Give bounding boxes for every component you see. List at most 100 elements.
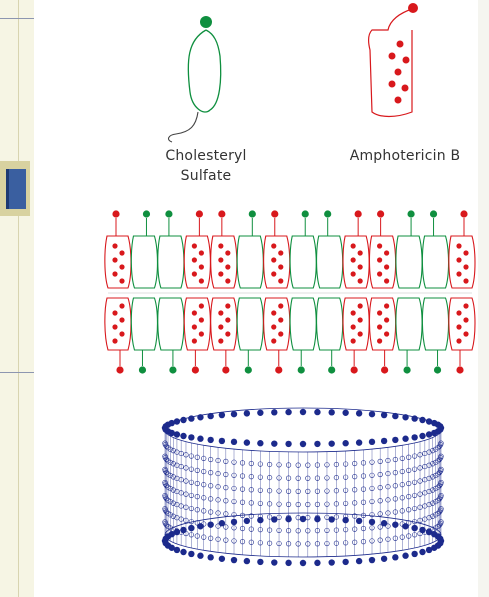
bottom-lipid-body bbox=[131, 298, 157, 350]
channel-bottom-head bbox=[342, 517, 348, 523]
top-lipid-head bbox=[218, 210, 225, 217]
amphotericin-label: Amphotericin B bbox=[330, 148, 480, 164]
channel-bottom-head bbox=[300, 560, 306, 566]
bottom-lipid-body bbox=[184, 298, 210, 350]
channel-bottom-head bbox=[381, 556, 387, 562]
top-lipid-head bbox=[460, 210, 467, 217]
channel-bottom-head bbox=[219, 556, 225, 562]
top-lipid-body bbox=[317, 236, 343, 288]
channel-top-head bbox=[197, 414, 203, 420]
channel-top-head bbox=[257, 440, 263, 446]
bottom-lipid-body bbox=[317, 298, 343, 350]
channel-top-head bbox=[342, 410, 348, 416]
top-lipid-head bbox=[302, 210, 309, 217]
channel-top-head bbox=[328, 409, 334, 415]
channel-top-head bbox=[419, 417, 425, 423]
top-lipid-head bbox=[407, 210, 414, 217]
bottom-lipid-body bbox=[422, 298, 448, 350]
top-lipid-head bbox=[355, 210, 362, 217]
bottom-lipid-head bbox=[381, 366, 388, 373]
channel-bottom-head bbox=[180, 549, 186, 555]
cholesteryl-label-line2: Sulfate bbox=[141, 168, 271, 184]
channel-bottom-head bbox=[328, 516, 334, 522]
bottom-lipid-body bbox=[396, 298, 422, 350]
channel-bottom-head bbox=[411, 525, 417, 531]
bottom-lipid-body bbox=[290, 298, 316, 350]
channel-top-head bbox=[197, 436, 203, 442]
top-lipid-body bbox=[422, 236, 448, 288]
channel-top-head bbox=[381, 438, 387, 444]
bottom-lipid-head bbox=[434, 366, 441, 373]
channel-top-head bbox=[314, 441, 320, 447]
channel-bottom-head bbox=[271, 516, 277, 522]
channel-top-head bbox=[257, 410, 263, 416]
channel-top-head bbox=[369, 411, 375, 417]
channel-bottom-head bbox=[419, 527, 425, 533]
bottom-lipid-head bbox=[298, 366, 305, 373]
bottom-lipid-body bbox=[105, 298, 131, 350]
top-lipid-body bbox=[131, 236, 157, 288]
top-lipid-head bbox=[324, 210, 331, 217]
top-lipid-body bbox=[264, 236, 290, 288]
channel-bottom-head bbox=[231, 557, 237, 563]
bottom-lipid-body bbox=[264, 298, 290, 350]
bottom-lipid-head bbox=[403, 366, 410, 373]
top-lipid-body bbox=[396, 236, 422, 288]
channel-top-head bbox=[392, 437, 398, 443]
channel-top-head bbox=[426, 431, 432, 437]
cholesteryl-head bbox=[200, 16, 212, 28]
channel-top-head bbox=[188, 415, 194, 421]
channel-top-head bbox=[285, 441, 291, 447]
top-lipid-body bbox=[290, 236, 316, 288]
channel-bottom-head bbox=[381, 520, 387, 526]
channel-top-head bbox=[285, 409, 291, 415]
channel-bottom-head bbox=[207, 521, 213, 527]
channel-top-head bbox=[381, 412, 387, 418]
channel-top-head bbox=[437, 423, 443, 429]
channel-bottom-head bbox=[369, 519, 375, 525]
channel-bottom-head bbox=[271, 559, 277, 565]
bottom-lipid-head bbox=[222, 366, 229, 373]
top-lipid-body bbox=[449, 236, 475, 288]
channel-top-head bbox=[271, 409, 277, 415]
channel-bottom-head bbox=[314, 516, 320, 522]
channel-bottom-head bbox=[257, 517, 263, 523]
channel-top-head bbox=[231, 439, 237, 445]
channel-bottom-head bbox=[426, 547, 432, 553]
channel-bottom-head bbox=[285, 560, 291, 566]
channel-bottom-head bbox=[411, 551, 417, 557]
bottom-lipid-head bbox=[245, 366, 252, 373]
channel-bottom-head bbox=[300, 516, 306, 522]
membrane-bilayer bbox=[105, 210, 475, 373]
bottom-lipid-head bbox=[351, 366, 358, 373]
channel-bottom-head bbox=[231, 519, 237, 525]
bottom-lipid-body bbox=[158, 298, 184, 350]
channel-bottom-head bbox=[285, 516, 291, 522]
top-lipid-head bbox=[377, 210, 384, 217]
channel-bottom-head bbox=[174, 529, 180, 535]
bottom-lipid-body bbox=[449, 298, 475, 350]
channel-top-head bbox=[271, 440, 277, 446]
channel-bottom-head bbox=[244, 518, 250, 524]
channel-top-head bbox=[231, 411, 237, 417]
bottom-lipid-body bbox=[237, 298, 263, 350]
channel-top-head bbox=[392, 413, 398, 419]
bottom-lipid-body bbox=[211, 298, 237, 350]
channel-top-head bbox=[180, 417, 186, 423]
channel-bottom-head bbox=[356, 558, 362, 564]
channel-top-head bbox=[207, 413, 213, 419]
channel-bottom-head bbox=[314, 560, 320, 566]
top-lipid-head bbox=[271, 210, 278, 217]
top-lipid-head bbox=[196, 210, 203, 217]
top-lipid-body bbox=[343, 236, 369, 288]
channel-bottom-head bbox=[328, 559, 334, 565]
bottom-lipid-head bbox=[169, 366, 176, 373]
channel-top-head bbox=[402, 436, 408, 442]
channel-bottom-head bbox=[180, 527, 186, 533]
channel-bottom-head bbox=[188, 551, 194, 557]
channel-bottom-head bbox=[197, 523, 203, 529]
channel-top-head bbox=[402, 414, 408, 420]
bottom-lipid-head bbox=[275, 366, 282, 373]
channel-top-head bbox=[314, 409, 320, 415]
channel-bottom-head bbox=[402, 553, 408, 559]
